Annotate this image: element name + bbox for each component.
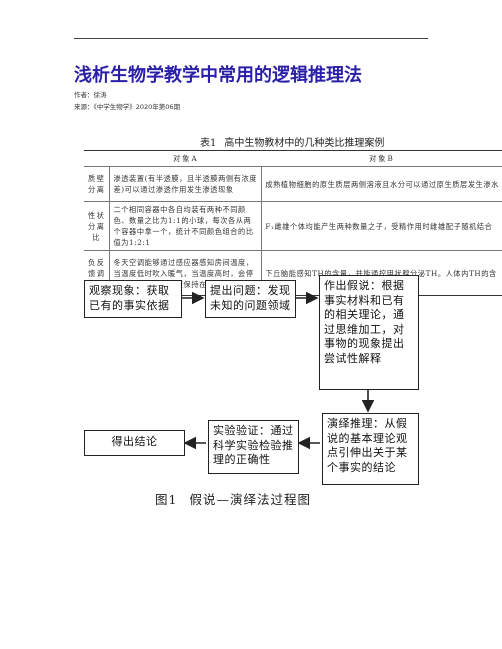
row-object-b: F₁雌雄个体均能产生两种数量之子，受精作用时雌雄配子随机结合	[261, 201, 502, 251]
row-object-b: 成熟植物细胞的原生质层两侧溶液且水分可以通过原生质层发生渗水	[261, 166, 502, 202]
article-title: 浅析生物学教学中常用的逻辑推理法	[74, 65, 362, 86]
figure-caption-text: 假说—演绎法过程图	[189, 492, 311, 507]
table-header-row: 对象A 对象B	[84, 150, 502, 167]
flow-node-hypothesis: 作出假说：根据事实材料和已有的相关理论，通过思维加工，对事物的现象提出尝试性解释	[319, 275, 419, 390]
figure-caption: 图1 假说—演绎法过程图	[155, 489, 311, 508]
header-object-b: 对象B	[261, 150, 502, 167]
row-category: 性状分离比	[84, 201, 110, 251]
source-line: 来源：《中学生物学》2020年第06期	[74, 103, 181, 111]
flow-node-verify: 实验验证：通过科学实验检验推理的正确性	[208, 420, 299, 474]
table-caption-text: 高中生物教材中的几种类比推理案例	[224, 138, 385, 149]
row-category: 质壁分离	[84, 166, 110, 202]
flow-node-deduce: 演绎推理：从假说的基本理论观点引伸出关于某个事实的结论	[322, 413, 419, 485]
flow-node-conclude: 得出结论	[84, 430, 185, 456]
table-row: 性状分离比 二个相同容器中各自均装有两种不同颜色、数量之比为1:1的小球，每次各…	[84, 201, 502, 251]
flow-node-question: 提出问题：发现未知的问题领域	[205, 280, 296, 318]
flow-node-observe: 观察现象：获取已有的事实依据	[84, 280, 182, 318]
table-caption-number: 表1	[200, 138, 217, 149]
figure-caption-number: 图1	[155, 492, 178, 507]
table-caption: 表1 高中生物教材中的几种类比推理案例	[200, 134, 384, 149]
row-object-a: 二个相同容器中各自均装有两种不同颜色、数量之比为1:1的小球，每次各从两个容器中…	[109, 201, 263, 251]
table-row: 质壁分离 渗透装置(有半透膜，且半透膜两侧有浓度差)可以通过渗透作用发生渗透现象…	[84, 166, 502, 202]
author-line: 作者：徐涛	[74, 91, 107, 99]
header-rule	[74, 38, 428, 39]
header-object-a: 对象A	[109, 150, 262, 167]
header-category	[84, 150, 110, 167]
row-object-a: 渗透装置(有半透膜，且半透膜两侧有浓度差)可以通过渗透作用发生渗透现象	[109, 166, 263, 202]
